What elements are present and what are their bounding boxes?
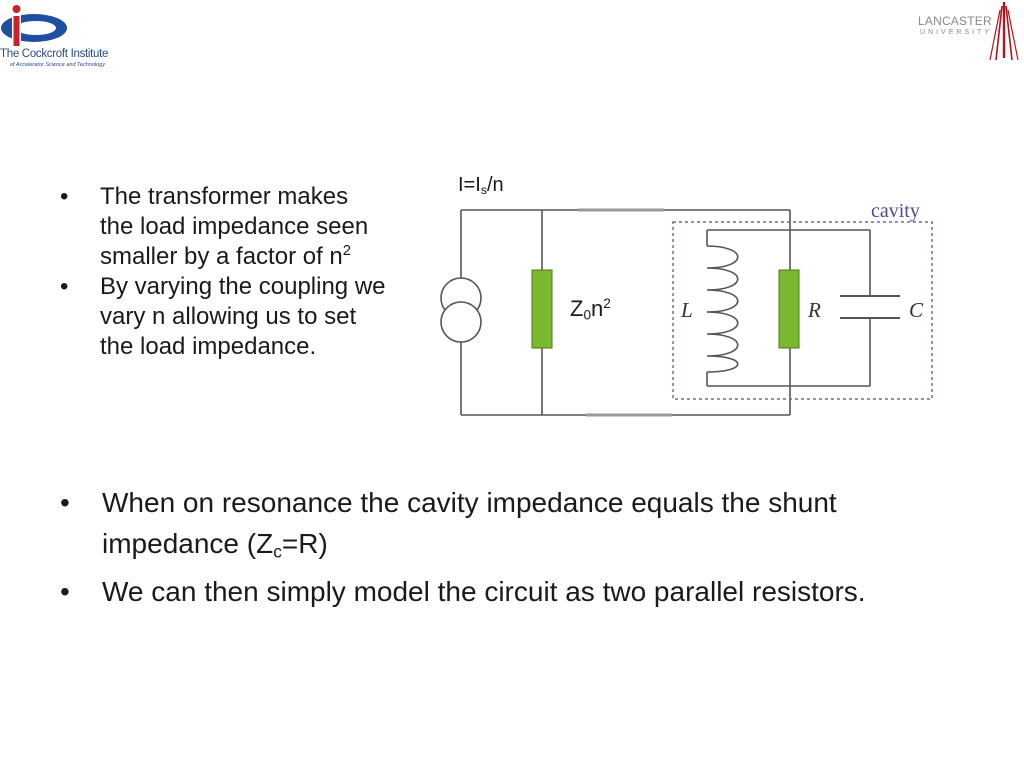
lancaster-name: LANCASTER	[918, 14, 992, 28]
inductor-label: L	[681, 298, 693, 322]
cockcroft-emblem-icon	[1, 5, 67, 46]
lancaster-logo: LANCASTER UNIVERSITY	[918, 0, 1024, 70]
top-bullet-list: The transformer makes the load impedance…	[58, 182, 388, 362]
load-resistor	[531, 269, 553, 349]
bullet-resonance-sub: c	[273, 541, 282, 562]
bullet-model-text: We can then simply model the circuit as …	[102, 576, 866, 607]
cockcroft-logo: The Cockcroft Institute of Accelerator S…	[0, 0, 125, 75]
bullet-transformer-text: The transformer makes the load impedance…	[100, 183, 369, 270]
cavity-label: cavity	[871, 200, 920, 222]
bullet-transformer: The transformer makes the load impedance…	[58, 182, 388, 272]
bullet-model: We can then simply model the circuit as …	[58, 571, 958, 612]
bullet-resonance-tail: =R)	[281, 528, 328, 559]
bullet-resonance-text: When on resonance the cavity impedance e…	[102, 487, 837, 559]
load-impedance-label: Z0n2	[570, 295, 611, 323]
bullet-resonance: When on resonance the cavity impedance e…	[58, 482, 958, 564]
bullet-coupling-text: By varying the coupling we vary n allowi…	[100, 273, 386, 360]
cavity-box	[672, 221, 933, 400]
bullet-coupling: By varying the coupling we vary n allowi…	[58, 272, 388, 362]
lancaster-emblem-icon	[989, 2, 1019, 61]
bottom-bullet-list: When on resonance the cavity impedance e…	[58, 482, 958, 619]
cockcroft-name: The Cockcroft Institute	[0, 48, 109, 60]
resistor-label: R	[808, 298, 821, 322]
cockcroft-subtitle: of Accelerator Science and Technology	[10, 62, 105, 68]
capacitor-label: C	[909, 298, 924, 322]
bullet-transformer-sup: 2	[342, 243, 352, 260]
current-source-icon	[440, 277, 482, 343]
inductor-icon	[706, 245, 739, 373]
lancaster-subtitle: UNIVERSITY	[920, 29, 993, 36]
circuit-diagram	[440, 208, 933, 417]
cavity-resistor	[778, 269, 800, 349]
current-label: I=Is/n	[458, 174, 504, 198]
